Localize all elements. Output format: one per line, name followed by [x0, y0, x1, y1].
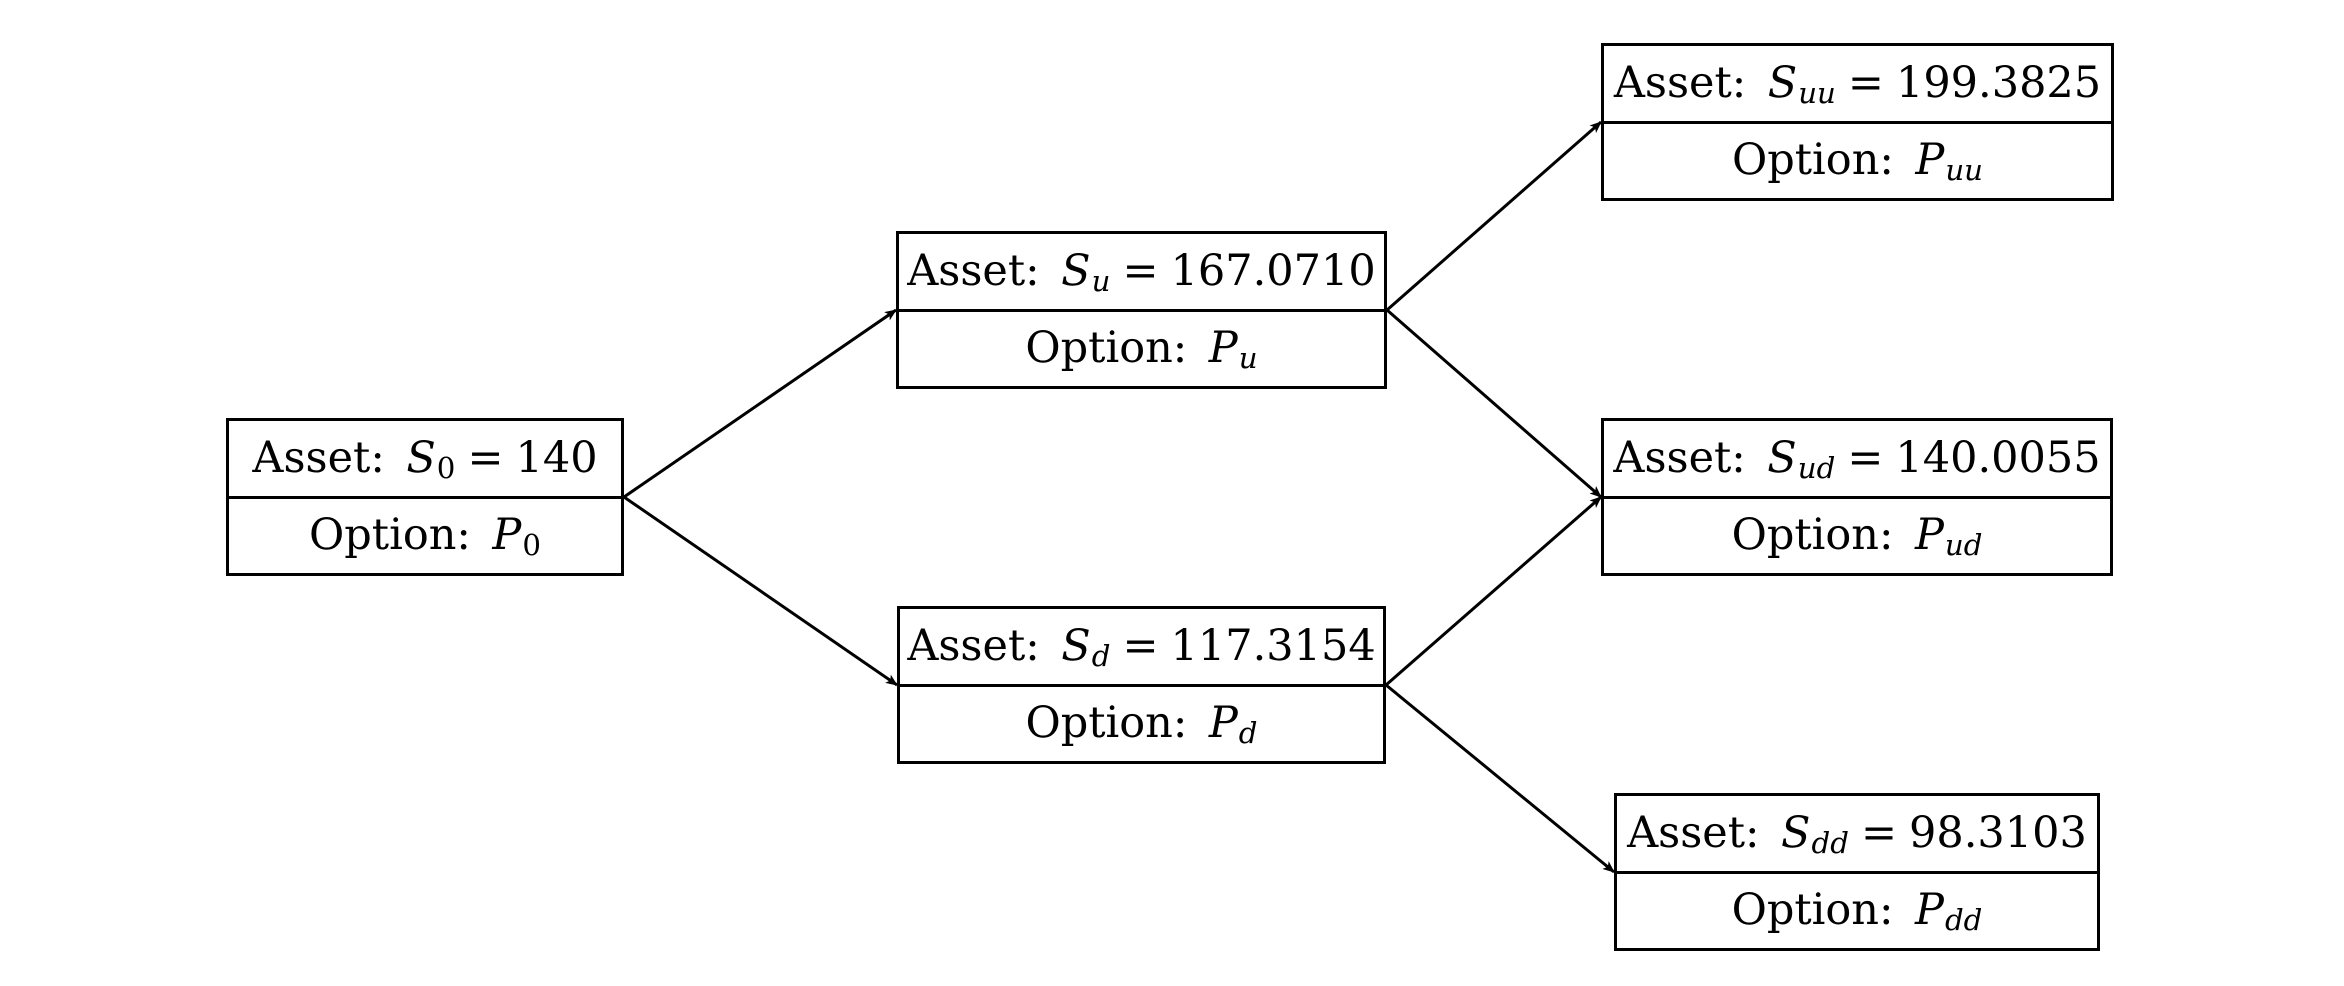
option-symbol: P [1915, 135, 1945, 186]
option-subscript: d [1238, 716, 1258, 751]
asset-subscript: ud [1797, 450, 1836, 485]
option-subscript: u [1238, 341, 1258, 376]
option-subscript: uu [1945, 153, 1983, 188]
asset-value: 167.0710 [1170, 245, 1376, 296]
edge-s0-to-su [623, 308, 897, 499]
asset-subscript: d [1091, 638, 1111, 673]
equals-sign: = [1860, 807, 1897, 858]
option-symbol: P [1915, 885, 1944, 936]
option-label: Option: [1025, 323, 1188, 374]
asset-label: Asset: [1613, 432, 1746, 483]
option-symbol: P [1208, 698, 1238, 749]
option-subscript: dd [1944, 903, 1983, 938]
edge-sd-to-sdd [1385, 683, 1615, 874]
asset-symbol: S [1767, 432, 1797, 483]
option-symbol: P [1208, 323, 1238, 374]
option-label: Option: [1025, 698, 1188, 749]
asset-value: 140.0055 [1895, 432, 2101, 483]
equals-sign: = [1847, 57, 1884, 108]
edge-su-to-sud [1386, 308, 1602, 499]
asset-symbol: S [406, 432, 436, 483]
option-label: Option: [309, 510, 471, 561]
edge-su-to-suu [1386, 120, 1602, 312]
option-label: Option: [1732, 135, 1894, 186]
option-label: Option: [1731, 510, 1894, 561]
option-symbol: P [1914, 510, 1944, 561]
edge-s0-to-sd [623, 495, 898, 687]
asset-value: 140 [515, 432, 598, 483]
asset-subscript: dd [1811, 825, 1849, 860]
asset-label: Asset: [907, 245, 1040, 296]
asset-symbol: S [1781, 807, 1811, 858]
asset-label: Asset: [907, 620, 1040, 671]
option-label: Option: [1731, 885, 1894, 936]
edge-sd-to-sud [1385, 495, 1602, 687]
asset-symbol: S [1767, 57, 1798, 108]
asset-value: 98.3103 [1909, 807, 2087, 858]
option-subscript: 0 [522, 528, 541, 563]
asset-subscript: u [1091, 263, 1111, 298]
equals-sign: = [1122, 620, 1159, 671]
asset-label: Asset: [1627, 807, 1760, 858]
asset-symbol: S [1061, 245, 1091, 296]
equals-sign: = [1847, 432, 1884, 483]
equals-sign: = [1122, 245, 1159, 296]
option-symbol: P [492, 510, 522, 561]
asset-value: 199.3825 [1895, 57, 2102, 108]
option-subscript: ud [1944, 528, 1983, 563]
asset-label: Asset: [252, 432, 385, 483]
asset-subscript: uu [1798, 75, 1836, 110]
asset-value: 117.3154 [1170, 620, 1376, 671]
asset-subscript: 0 [436, 450, 456, 485]
asset-label: Asset: [1613, 57, 1747, 108]
equals-sign: = [467, 432, 504, 483]
asset-symbol: S [1061, 620, 1091, 671]
